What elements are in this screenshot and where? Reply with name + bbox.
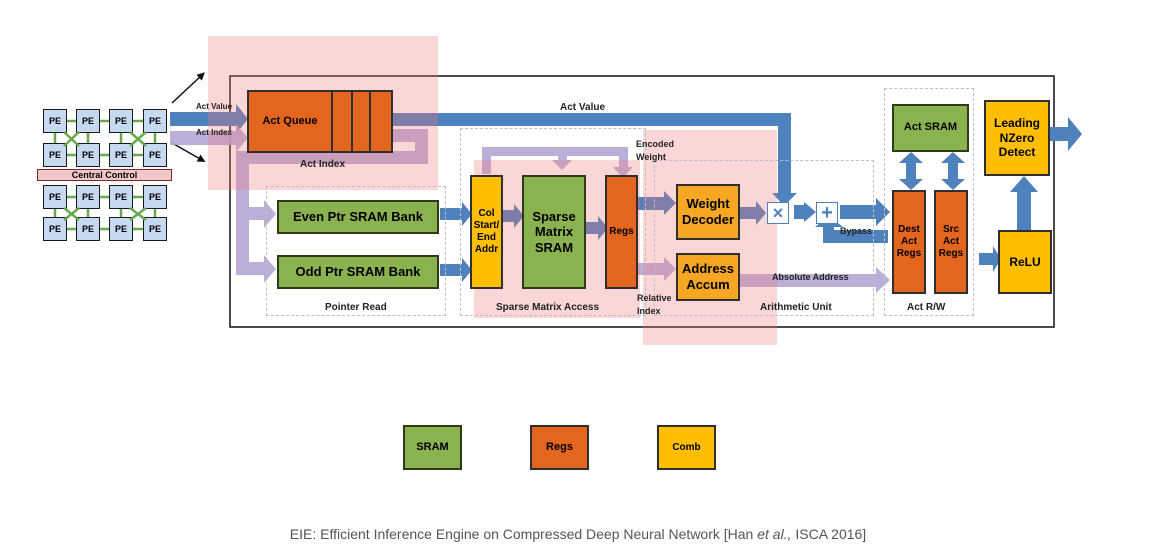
region-pointer-read [266, 186, 446, 316]
legend-comb: Comb [657, 425, 716, 470]
act-value-bus [170, 104, 1082, 282]
act-queue-block: Act Queue [247, 90, 393, 153]
col-start-end-addr: Col Start/ End Addr [470, 175, 503, 289]
pe-cell: PE [143, 217, 167, 241]
arithmetic-unit-label: Arithmetic Unit [760, 302, 832, 313]
adder-icon: + [816, 202, 838, 224]
pe-cell: PE [76, 217, 100, 241]
pe-cell: PE [43, 185, 67, 209]
fanout-arrow-down [171, 142, 206, 162]
act-sram: Act SRAM [892, 104, 969, 152]
pe-cell: PE [109, 143, 133, 167]
region-sparse-matrix-access [460, 128, 646, 316]
pe-cell: PE [76, 109, 100, 133]
act-index-bus-label: Act Index [300, 159, 346, 170]
address-accum: Address Accum [676, 253, 740, 301]
central-control: Central Control [37, 169, 172, 181]
even-ptr-sram-bank: Even Ptr SRAM Bank [277, 200, 439, 234]
pe-cell: PE [76, 185, 100, 209]
pe-cell: PE [43, 217, 67, 241]
act-queue-label: Act Queue [262, 114, 318, 127]
act-index-input-label: Act Index [196, 128, 233, 137]
absolute-address-label: Absolute Address [772, 272, 849, 282]
region-arithmetic-unit [654, 160, 874, 316]
pe-unit-outline [229, 75, 1055, 328]
act-index-path [170, 124, 890, 293]
legend-sram: SRAM [403, 425, 462, 470]
legend-regs: Regs [530, 425, 589, 470]
pe-cell: PE [43, 109, 67, 133]
pe-cell: PE [143, 143, 167, 167]
odd-ptr-sram-bank: Odd Ptr SRAM Bank [277, 255, 439, 289]
multiplier-icon: × [767, 202, 789, 224]
pe-cell: PE [76, 143, 100, 167]
pe-cell: PE [109, 217, 133, 241]
pointer-read-label: Pointer Read [325, 302, 387, 313]
src-act-regs: Src Act Regs [934, 190, 968, 294]
region-act-rw [884, 88, 974, 316]
pe-cell: PE [143, 109, 167, 133]
fanout-arrow-up [171, 72, 205, 104]
act-rw-label: Act R/W [907, 302, 946, 313]
pe-cell: PE [109, 185, 133, 209]
bypass-label: Bypass [840, 226, 873, 236]
act-value-input-label: Act Value [196, 102, 233, 111]
act-value-bus-label: Act Value [560, 102, 606, 113]
relative-index-label: Relative Index [637, 293, 672, 316]
sparse-matrix-sram: Sparse Matrix SRAM [522, 175, 586, 289]
relu-block: ReLU [998, 230, 1052, 294]
encoded-weight-label: Encoded Weight [636, 139, 675, 162]
pe-cell: PE [43, 143, 67, 167]
weight-decoder: Weight Decoder [676, 184, 740, 240]
figure-caption: EIE: Efficient Inference Engine on Compr… [0, 526, 1156, 542]
leading-nzero-detect: Leading NZero Detect [984, 100, 1050, 176]
dest-act-regs: Dest Act Regs [892, 190, 926, 294]
pe-cell: PE [143, 185, 167, 209]
caption-suffix: ISCA 2016] [791, 526, 867, 542]
regs-block: Regs [605, 175, 638, 289]
pe-cell: PE [109, 109, 133, 133]
caption-etal: et al., [757, 526, 792, 542]
sparse-matrix-access-label: Sparse Matrix Access [496, 302, 600, 313]
caption-prefix: EIE: Efficient Inference Engine on Compr… [289, 526, 758, 542]
